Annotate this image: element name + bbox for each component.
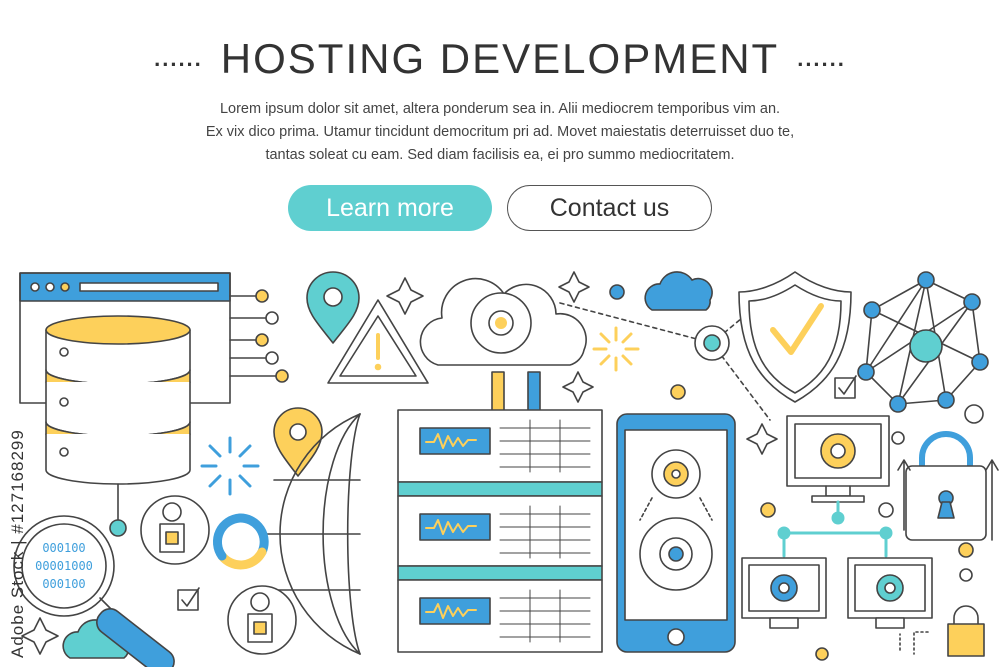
watermark-text: Adobe Stock | #127168299 (8, 429, 27, 658)
database-icon (45, 315, 191, 537)
network-tree (777, 500, 893, 558)
cloud-icon (644, 271, 713, 311)
description-line: Ex vix dico prima. Utamur tincidunt demo… (205, 124, 795, 140)
location-pin-icon (273, 407, 323, 477)
hero-header: ...... HOSTING DEVELOPMENT ...... Lorem … (0, 0, 1000, 240)
sparkle-icon (21, 617, 59, 655)
description-line: tantas soleat cu eam. Sed diam facilisis… (265, 147, 735, 163)
sparkle-icon (562, 371, 594, 403)
contact-us-button[interactable]: Contact us (507, 185, 712, 231)
binary-line: 000100 (42, 541, 85, 555)
network-icon (857, 271, 989, 413)
location-pin-icon (306, 271, 360, 344)
globe-icon (261, 413, 361, 655)
binary-line: 000100 (42, 577, 85, 591)
burst-icon (592, 326, 640, 372)
description: Lorem ipsum dolor sit amet, altera ponde… (100, 98, 900, 167)
monitor-icon (741, 557, 827, 629)
title-dots-right: ...... (797, 46, 846, 71)
page-title: HOSTING DEVELOPMENT (220, 35, 780, 82)
smartphone-icon (616, 413, 736, 653)
donut-chart-icon (212, 513, 269, 570)
hosting-illustration: 000100 00001000 000100 (13, 271, 999, 667)
title-row: ...... HOSTING DEVELOPMENT ...... (0, 34, 1000, 84)
sparkle-icon (386, 277, 424, 315)
checkbox-icon (177, 589, 199, 611)
title-dots-left: ...... (154, 46, 203, 71)
sparkle-icon (746, 423, 778, 455)
server-rack-icon (397, 409, 603, 653)
binary-line: 00001000 (35, 559, 93, 573)
sparkle-icon (558, 271, 590, 303)
avatar (227, 585, 297, 655)
cloud-gear-icon (419, 277, 587, 366)
magnifier-icon (13, 515, 175, 667)
burst-icon (200, 436, 260, 496)
stock-watermark: Adobe Stock | #127168299 (6, 429, 30, 660)
monitor-icon (786, 415, 890, 503)
checkbox-icon (834, 377, 856, 399)
binary-text: 000100 00001000 000100 (35, 541, 93, 591)
learn-more-button[interactable]: Learn more (288, 185, 492, 231)
lock-icon (947, 605, 985, 657)
avatar (140, 495, 210, 565)
warning-icon (327, 299, 429, 384)
lock-icon (905, 431, 987, 541)
circuit-lines (229, 289, 289, 383)
shield-icon (738, 271, 852, 403)
description-line: Lorem ipsum dolor sit amet, altera ponde… (219, 101, 781, 117)
monitor-icon (847, 557, 933, 629)
